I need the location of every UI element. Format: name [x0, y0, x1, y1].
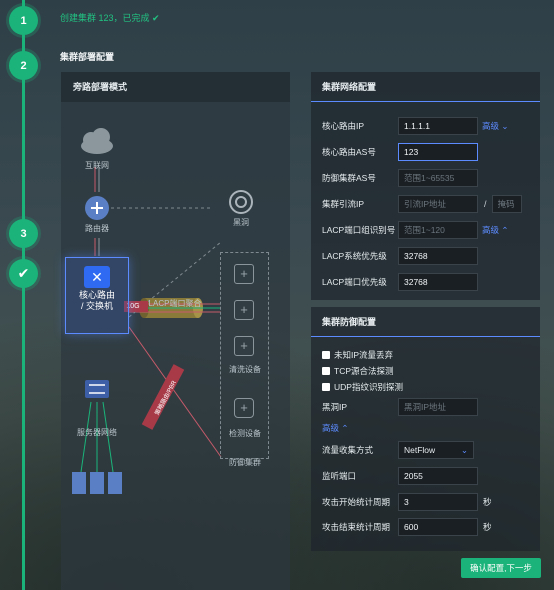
blackhole-ip-row: 黑洞IP [322, 398, 478, 416]
add-device-icon[interactable]: + [234, 300, 254, 320]
unit-seconds: 秒 [483, 522, 492, 532]
network-config-title: 集群网络配置 [311, 72, 540, 102]
add-device-icon[interactable]: + [234, 264, 254, 284]
router-icon [85, 196, 109, 220]
lacp-sys-label: LACP系统优先级 [322, 251, 387, 261]
chevron-up-icon: ⌃ [501, 225, 509, 235]
router-label: 路由器 [85, 224, 109, 233]
advanced-row: 高级 ⌃ [322, 419, 349, 437]
core-router-node[interactable]: ✕ 核心路由 / 交换机 [65, 257, 129, 334]
core-as-label: 核心路由AS号 [322, 147, 376, 157]
checkbox[interactable] [322, 383, 330, 391]
lacp-group-label: LACP端口组识别号 [322, 225, 396, 235]
blackhole-ip-input[interactable] [398, 398, 478, 416]
switch-cross-icon: ✕ [84, 266, 110, 288]
lacp-sys-row: LACP系统优先级 [322, 247, 478, 265]
internet-label: 互联网 [85, 161, 109, 170]
topology-panel: 旁路部署模式 [61, 72, 290, 590]
chevron-down-icon: ⌄ [501, 121, 509, 131]
redirect-ip-label: 集群引流IP [322, 199, 365, 209]
chevron-down-icon: ⌄ [460, 444, 468, 455]
core-ip-label: 核心路由IP [322, 121, 365, 131]
blackhole-ip-label: 黑洞IP [322, 402, 348, 412]
start-period-row: 攻击开始统计周期 秒 [322, 493, 492, 511]
server-network-label: 服务器网络 [77, 428, 117, 437]
blackhole-label: 黑洞 [233, 218, 249, 227]
listen-port-input[interactable] [398, 467, 478, 485]
flow-method-select[interactable]: NetFlow ⌄ [398, 441, 474, 459]
checkbox[interactable] [322, 367, 330, 375]
network-config-panel: 集群网络配置 核心路由IP 高级 ⌄ 核心路由AS号 防御集群AS号 集群引流I… [311, 72, 540, 300]
link-line [80, 401, 92, 473]
start-period-input[interactable] [398, 493, 478, 511]
start-period-label: 攻击开始统计周期 [322, 497, 391, 507]
end-period-row: 攻击结束统计周期 秒 [322, 518, 492, 536]
lacp-port-row: LACP端口优先级 [322, 273, 478, 291]
lacp-group-row: LACP端口组识别号 高级 ⌃ [322, 221, 509, 239]
step-1-indicator: 1 [9, 6, 38, 35]
flow-method-label: 流量收集方式 [322, 445, 374, 455]
blackhole-icon [229, 190, 253, 214]
core-as-input[interactable] [398, 143, 478, 161]
defense-as-row: 防御集群AS号 [322, 169, 478, 187]
lacp-group-input[interactable] [398, 221, 478, 239]
listen-port-row: 监听端口 [322, 467, 478, 485]
flow-method-row: 流量收集方式 NetFlow ⌄ [322, 441, 474, 459]
detect-device-label: 检测设备 [229, 429, 261, 438]
listen-port-label: 监听端口 [322, 471, 357, 481]
core-ip-input[interactable] [398, 117, 478, 135]
slash-separator: / [484, 199, 487, 209]
redirect-ip-row: 集群引流IP / [322, 195, 522, 213]
status-text: 创建集群 123，已完成 [60, 13, 150, 23]
cluster-created-status: 创建集群 123，已完成 ✔ [60, 11, 160, 24]
defense-as-label: 防御集群AS号 [322, 173, 376, 183]
topology-title: 旁路部署模式 [61, 72, 290, 102]
core-router-label-2: / 交换机 [80, 301, 113, 311]
section-title: 集群部署配置 [60, 52, 115, 62]
link-line [128, 326, 222, 458]
step-2-indicator: 2 [9, 51, 38, 80]
confirm-next-button[interactable]: 确认配置,下一步 [461, 558, 541, 578]
defense-as-input[interactable] [398, 169, 478, 187]
switch-icon [85, 380, 109, 398]
add-device-icon[interactable]: + [234, 336, 254, 356]
lacp-sys-input[interactable] [398, 247, 478, 265]
mask-input[interactable] [491, 195, 522, 213]
server-icons [72, 472, 122, 494]
bandwidth-badge [124, 301, 148, 312]
chk-udp[interactable]: UDP指纹识别探测 [322, 381, 403, 393]
policy-route-band [141, 364, 185, 430]
chk-unknown-ip[interactable]: 未知IP流量丢弃 [322, 349, 393, 361]
unit-seconds: 秒 [483, 497, 492, 507]
core-as-row: 核心路由AS号 [322, 143, 478, 161]
defense-config-title: 集群防御配置 [311, 307, 540, 337]
step-progress-rail [22, 0, 25, 590]
bandwidth-badge-label: 10G [126, 303, 140, 310]
chk-tcp[interactable]: TCP源合法探测 [322, 365, 394, 377]
core-ip-row: 核心路由IP 高级 ⌄ [322, 117, 509, 135]
end-period-input[interactable] [398, 518, 478, 536]
advanced-toggle[interactable]: 高级 ⌄ [482, 121, 509, 131]
lacp-port-label: LACP端口优先级 [322, 277, 387, 287]
clean-device-label: 清洗设备 [229, 365, 261, 374]
step-4-complete-icon: ✔ [9, 259, 38, 288]
advanced-toggle[interactable]: 高级 ⌃ [322, 423, 349, 433]
checkbox[interactable] [322, 351, 330, 359]
end-period-label: 攻击结束统计周期 [322, 522, 391, 532]
redirect-ip-input[interactable] [398, 195, 478, 213]
defense-cluster-label: 防御集群 [229, 458, 261, 467]
chevron-up-icon: ⌃ [341, 423, 349, 433]
step-3-indicator: 3 [9, 219, 38, 248]
shield-icon[interactable]: + [234, 398, 254, 418]
lacp-label: LACP端口聚合 [148, 299, 202, 308]
defense-cluster-box [220, 252, 269, 459]
defense-config-panel: 集群防御配置 未知IP流量丢弃 TCP源合法探测 UDP指纹识别探测 黑洞IP … [311, 307, 540, 551]
core-router-label-1: 核心路由 [78, 290, 115, 300]
cloud-icon [81, 128, 113, 154]
topology-diagram [72, 128, 253, 494]
link-line [102, 401, 114, 473]
lacp-port-input[interactable] [398, 273, 478, 291]
advanced-toggle[interactable]: 高级 ⌃ [482, 225, 509, 235]
check-icon: ✔ [152, 13, 160, 23]
